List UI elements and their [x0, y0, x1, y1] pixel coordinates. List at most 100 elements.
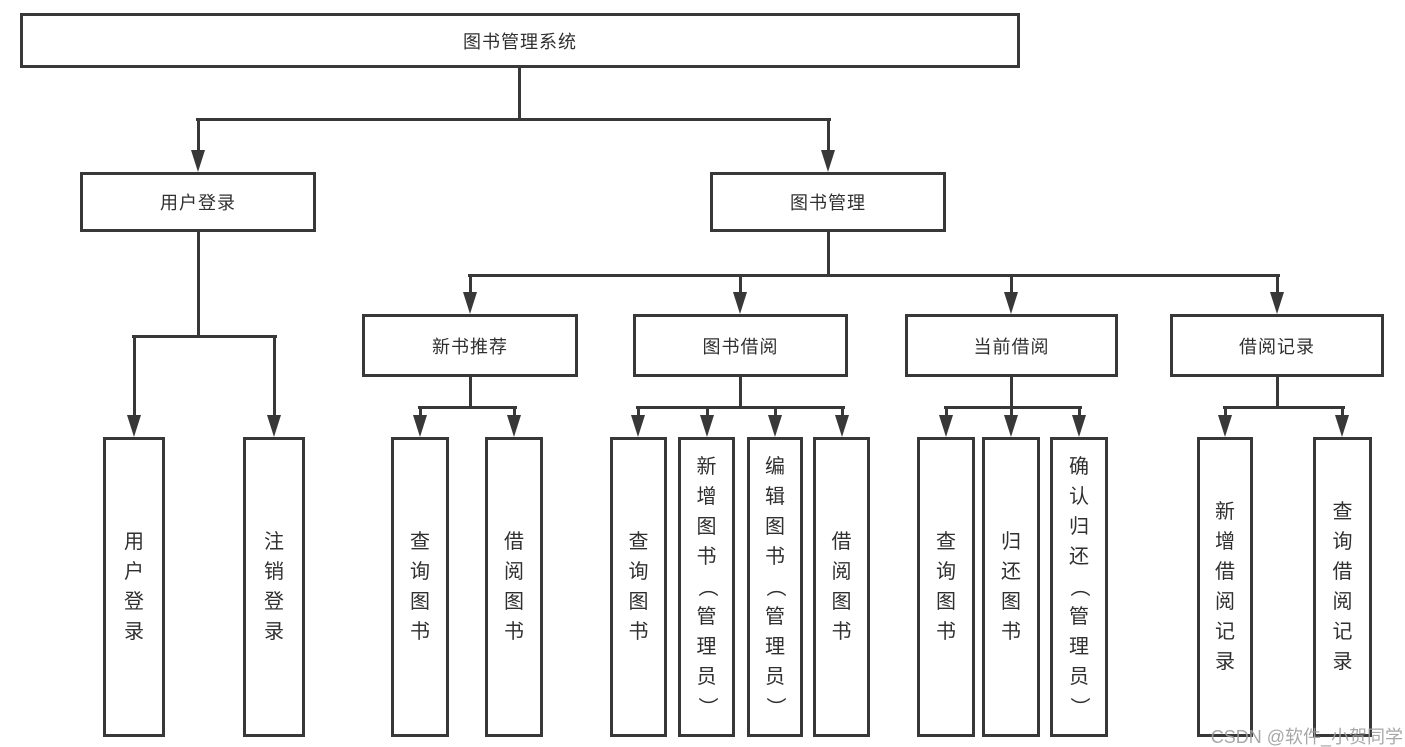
vertical-char: 还 [1069, 546, 1089, 568]
vertical-char: 图 [410, 591, 430, 613]
vertical-char: 图 [765, 516, 785, 538]
node-new-book-recommend: 新书推荐 [362, 314, 578, 377]
arrowhead-icon [463, 292, 477, 314]
arrowhead-icon [700, 415, 714, 437]
vertical-char: （ [1068, 577, 1090, 597]
vertical-char: 记 [1332, 621, 1353, 643]
vertical-char: 户 [124, 561, 144, 583]
vertical-char: 书 [410, 621, 430, 643]
node-leaf-add-borrow-record: 新增借阅记录 [1197, 437, 1253, 737]
vertical-char: 图 [831, 591, 852, 613]
vertical-char: 阅 [831, 561, 852, 583]
watermark: CSDN @软件_小贺同学 [1210, 727, 1403, 747]
node-book-management: 图书管理 [710, 172, 946, 232]
connector-drop-line [706, 406, 709, 417]
connector-bar-line [1223, 406, 1345, 409]
vertical-char: 理 [765, 636, 785, 658]
node-leaf-query-books-2: 查询图书 [610, 437, 667, 737]
arrowhead-icon [733, 292, 747, 314]
arrowhead-icon [631, 415, 645, 437]
vertical-char: 阅 [504, 561, 524, 583]
vertical-char: 书 [628, 621, 649, 643]
vertical-char: 登 [264, 591, 284, 613]
connector-drop-line [774, 406, 777, 417]
connector-drop-line [827, 118, 830, 152]
vertical-char: 查 [628, 531, 649, 553]
connector-drop-line [513, 406, 516, 417]
connector-drop-line [945, 406, 948, 417]
vertical-char: 录 [1215, 651, 1235, 673]
connector-drop-line [469, 274, 472, 294]
node-leaf-confirm-return-admin: 确认归还（管理员） [1050, 437, 1108, 737]
vertical-char: 管 [1069, 606, 1089, 628]
vertical-char: 增 [1215, 531, 1235, 553]
vertical-char: 查 [410, 531, 430, 553]
node-leaf-return-books: 归还图书 [982, 437, 1040, 737]
vertical-char: 书 [936, 621, 956, 643]
connector-drop-line [133, 335, 136, 417]
vertical-char: 借 [831, 531, 852, 553]
connector-drop-line [1341, 406, 1344, 417]
vertical-char: 归 [1001, 531, 1021, 553]
connector-stem-line [1276, 377, 1279, 409]
connector-bar-line [636, 406, 845, 409]
node-root-system: 图书管理系统 [20, 13, 1020, 68]
arrowhead-icon [413, 415, 427, 437]
arrowhead-icon [267, 415, 281, 437]
vertical-char: 登 [124, 591, 144, 613]
vertical-char: 员 [1069, 666, 1089, 688]
vertical-char: 新 [1215, 501, 1235, 523]
vertical-char: 询 [1332, 531, 1353, 553]
connector-drop-line [1010, 274, 1013, 294]
vertical-char: 记 [1215, 621, 1235, 643]
node-leaf-edit-books-admin: 编辑图书（管理员） [747, 437, 803, 737]
connector-drop-line [197, 118, 200, 152]
vertical-char: 录 [1332, 651, 1353, 673]
vertical-char: 编 [765, 456, 785, 478]
connector-stem-line [739, 377, 742, 409]
vertical-char: 图 [696, 516, 717, 538]
vertical-char: 查 [936, 531, 956, 553]
arrowhead-icon [127, 415, 141, 437]
vertical-char: 询 [628, 561, 649, 583]
vertical-char: 管 [765, 606, 785, 628]
node-leaf-borrow-books-2: 借阅图书 [813, 437, 870, 737]
vertical-char: 书 [765, 546, 785, 568]
node-leaf-query-books-1: 查询图书 [391, 437, 449, 737]
vertical-char: 理 [696, 636, 717, 658]
vertical-char: 确 [1069, 456, 1089, 478]
connector-bar-line [418, 406, 517, 409]
vertical-char: ） [695, 697, 718, 717]
arrowhead-icon [821, 150, 835, 172]
vertical-char: 图 [504, 591, 524, 613]
node-leaf-user-login: 用户登录 [103, 437, 165, 737]
connector-drop-line [739, 274, 742, 294]
vertical-char: 阅 [1332, 591, 1353, 613]
vertical-char: 员 [696, 666, 717, 688]
connector-drop-line [1078, 406, 1081, 417]
arrowhead-icon [1004, 415, 1018, 437]
vertical-char: 归 [1069, 516, 1089, 538]
connector-drop-line [419, 406, 422, 417]
vertical-char: 书 [504, 621, 524, 643]
vertical-char: 用 [124, 531, 144, 553]
vertical-char: 注 [264, 531, 284, 553]
vertical-char: 借 [1215, 561, 1235, 583]
connector-stem-line [518, 68, 521, 121]
node-leaf-add-books-admin: 新增图书（管理员） [678, 437, 735, 737]
vertical-char: ） [764, 697, 786, 717]
vertical-char: 录 [264, 621, 284, 643]
connector-bar-line [944, 406, 1082, 409]
connector-drop-line [1010, 406, 1013, 417]
connector-stem-line [469, 377, 472, 409]
vertical-char: 认 [1069, 486, 1089, 508]
vertical-char: 阅 [1215, 591, 1235, 613]
vertical-char: 图 [628, 591, 649, 613]
node-leaf-query-borrow-record: 查询借阅记录 [1313, 437, 1372, 737]
vertical-char: 图 [936, 591, 956, 613]
node-current-borrow: 当前借阅 [905, 314, 1118, 377]
vertical-char: 管 [696, 606, 717, 628]
arrowhead-icon [1218, 415, 1232, 437]
vertical-char: 新 [696, 456, 717, 478]
